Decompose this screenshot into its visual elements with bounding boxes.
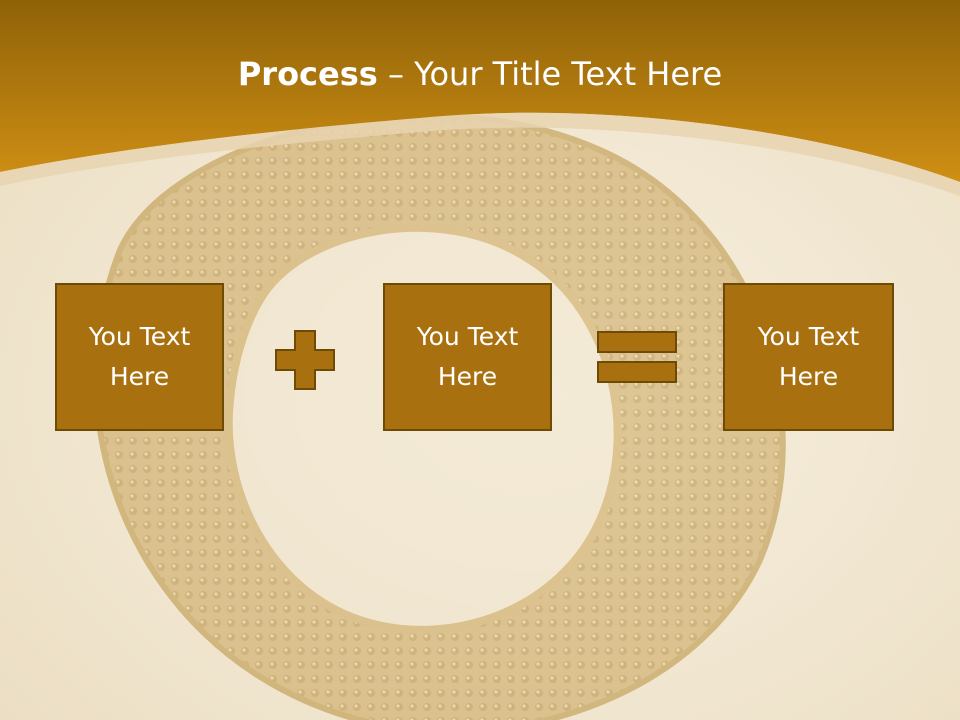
title-rest-text: – Your Title Text Here (377, 55, 723, 93)
box-1-line-1: You Text (88, 322, 191, 351)
box-2-line-2: Here (437, 362, 498, 391)
equals-icon (597, 331, 677, 383)
title-bold-text: Process (237, 55, 378, 93)
box-1-line-2: Here (109, 362, 170, 391)
process-box-2[interactable]: You Text Here (383, 283, 552, 431)
slide-title: Process – Your Title Text Here (0, 52, 960, 96)
box-3-line-2: Here (778, 362, 839, 391)
process-box-1[interactable]: You Text Here (55, 283, 224, 431)
box-3-line-1: You Text (757, 322, 860, 351)
process-box-3[interactable]: You Text Here (723, 283, 894, 431)
box-2-line-1: You Text (416, 322, 519, 351)
plus-icon (275, 330, 335, 390)
